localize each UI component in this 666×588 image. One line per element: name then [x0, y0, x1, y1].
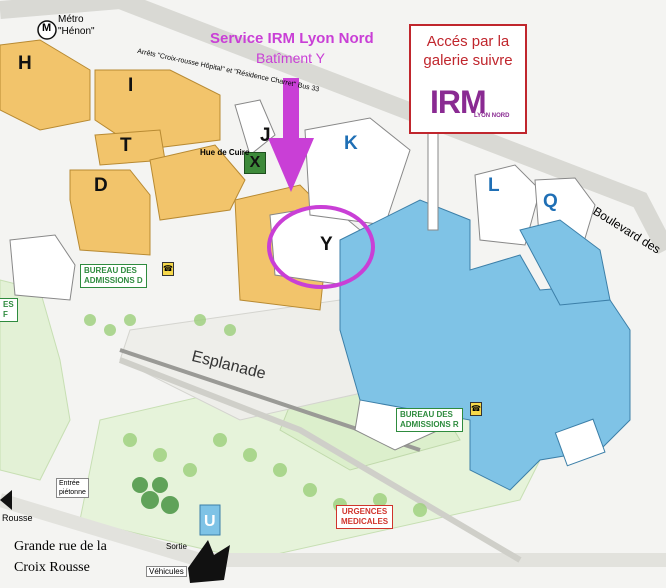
irm-logo-subtext: LYON NORD [474, 113, 510, 119]
bureau-admissions-d-sign: BUREAU DES ADMISSIONS D [80, 264, 147, 288]
building-k-label: K [344, 133, 358, 154]
entrance-arrow [188, 540, 230, 583]
reception-d-icon: ☎ [162, 262, 174, 276]
building-u-shape [199, 504, 221, 536]
urgences-line1: URGENCES [341, 507, 388, 516]
access-box-border [409, 24, 527, 134]
metro-label: Métro [58, 14, 84, 25]
bureau-admissions-r-sign: BUREAU DES ADMISSIONS R [396, 408, 463, 432]
access-box: Accés par la galerie suivre [411, 32, 525, 70]
building-k-shape [304, 117, 411, 226]
road-top [0, 0, 666, 255]
entree-line2: piétonne [59, 489, 86, 496]
building-x-label: X [244, 152, 266, 174]
building-l-shape [474, 164, 541, 246]
entree-pietonne-label: Entrée piétonne [56, 478, 89, 498]
left-sign-line1: ES [3, 300, 14, 309]
sortie-label: Sortie [166, 542, 187, 551]
irm-logo: IRM LYON NORD [430, 84, 510, 120]
vehicules-label: Véhicules [146, 566, 187, 577]
reception-r-icon: ☎ [470, 402, 482, 416]
building-t-label: T [120, 135, 132, 156]
blue-courtyard [554, 418, 606, 467]
urgences-line2: MEDICALES [341, 517, 389, 526]
building-y-highlight-ring [267, 205, 375, 289]
building-l-label: L [488, 175, 500, 196]
bureau-r-line2: ADMISSIONS R [400, 420, 459, 429]
building-i-shape [94, 69, 221, 151]
access-line-1: Accés par la [426, 33, 510, 50]
street-grande-rue-line1: Grande rue de la [14, 539, 107, 554]
building-subtitle: Batîment Y [256, 50, 326, 66]
building-j-shape [234, 99, 276, 156]
bureau-d-line2: ADMISSIONS D [84, 276, 143, 285]
building-d-label: D [94, 175, 108, 196]
left-edge-sign: ES F [0, 298, 18, 322]
building-h-shape [0, 39, 91, 131]
chimney [427, 129, 439, 231]
building-i-label: I [128, 75, 134, 96]
bureau-r-line1: BUREAU DES [400, 410, 453, 419]
left-sign-line2: F [3, 310, 8, 319]
purple-direction-arrow [268, 78, 314, 192]
street-rousse-short: Rousse [2, 513, 33, 523]
building-x-area [149, 144, 246, 221]
street-grande-rue-line2: Croix Rousse [14, 560, 90, 575]
metro-station: "Hénon" [58, 26, 95, 37]
building-d-shape [69, 169, 151, 256]
building-j-label: J [260, 125, 271, 146]
irm-logo-text: IRM [430, 84, 487, 120]
urgences-medicales-sign: URGENCES MEDICALES [336, 505, 394, 529]
access-road [118, 357, 522, 563]
building-u-label: U [204, 513, 216, 530]
metro-m-letter: M [42, 22, 52, 34]
hospital-blue-tower [519, 219, 611, 306]
exit-arrow-left [0, 490, 12, 510]
metro-m-icon [37, 20, 57, 40]
bureau-d-line1: BUREAU DES [84, 266, 137, 275]
building-y-label: Y [320, 234, 333, 255]
entree-line1: Entrée [59, 480, 80, 487]
building-left-white [9, 234, 76, 301]
building-h-label: H [18, 53, 32, 74]
building-q-label: Q [543, 191, 558, 212]
service-title: Service IRM Lyon Nord [210, 30, 374, 47]
street-hue-de-cuire: Hue de Cuire [200, 148, 250, 157]
access-line-2: galerie suivre [423, 52, 513, 69]
